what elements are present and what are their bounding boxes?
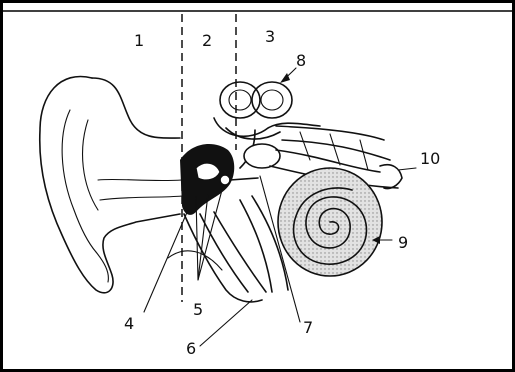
part-label-9: 9 bbox=[398, 233, 408, 252]
part-label-8: 8 bbox=[296, 51, 306, 70]
zone-label-1: 1 bbox=[134, 31, 144, 50]
auricle bbox=[40, 77, 182, 293]
zone-label-2: 2 bbox=[202, 31, 212, 50]
part-label-6: 6 bbox=[186, 339, 196, 358]
part-label-10: 10 bbox=[420, 149, 440, 168]
part-label-4: 4 bbox=[124, 314, 134, 333]
cochlea bbox=[278, 168, 382, 276]
zone-label-3: 3 bbox=[265, 27, 275, 46]
part-label-5: 5 bbox=[193, 300, 203, 319]
part-label-7: 7 bbox=[303, 318, 313, 337]
